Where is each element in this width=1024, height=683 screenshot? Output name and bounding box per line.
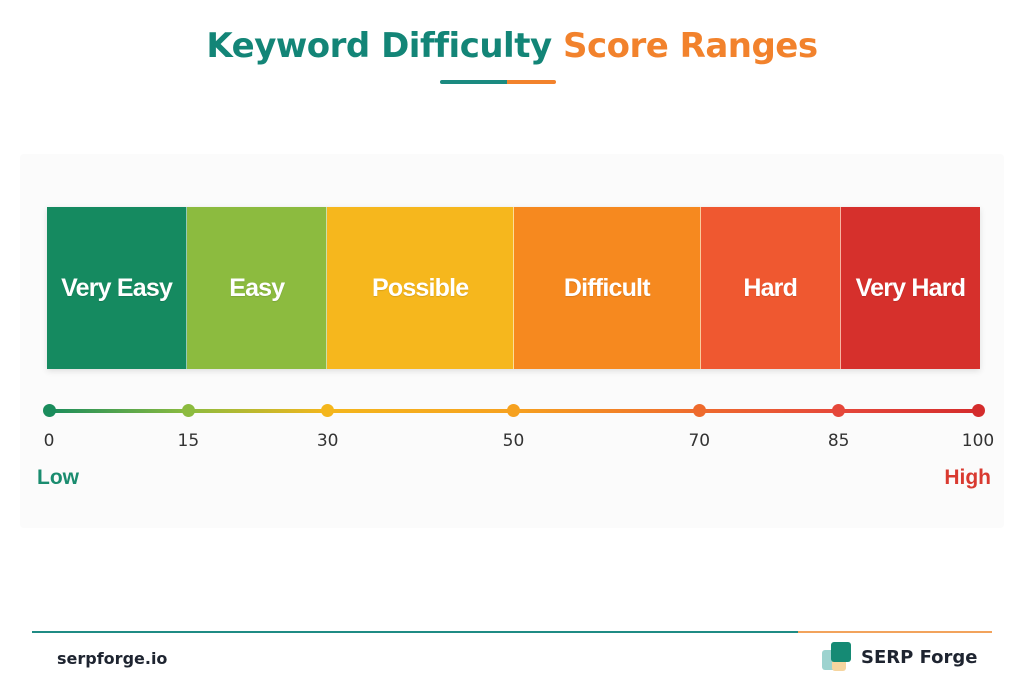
brand: SERP Forge	[822, 641, 977, 673]
title-underline-teal	[440, 80, 508, 84]
band-possible: Possible	[327, 207, 514, 369]
footer-rule	[32, 631, 992, 633]
site-url: serpforge.io	[57, 649, 168, 668]
brand-name: SERP Forge	[861, 646, 978, 668]
title-part-1: Keyword Difficulty	[206, 26, 552, 66]
band-easy: Easy	[187, 207, 328, 369]
band-hard: Hard	[700, 207, 841, 369]
footer-rule-orange	[798, 631, 992, 633]
page-title: Keyword Difficulty Score Ranges	[0, 26, 1024, 66]
title-underline-orange	[507, 80, 556, 84]
band-very-hard: Very Hard	[840, 207, 980, 369]
band-difficult: Difficult	[514, 207, 701, 369]
serp-forge-logo-icon	[822, 642, 851, 671]
title-underline	[440, 80, 556, 84]
band-very-easy: Very Easy	[47, 207, 188, 369]
title-part-2: Score Ranges	[562, 26, 818, 66]
footer-rule-teal	[32, 631, 799, 633]
